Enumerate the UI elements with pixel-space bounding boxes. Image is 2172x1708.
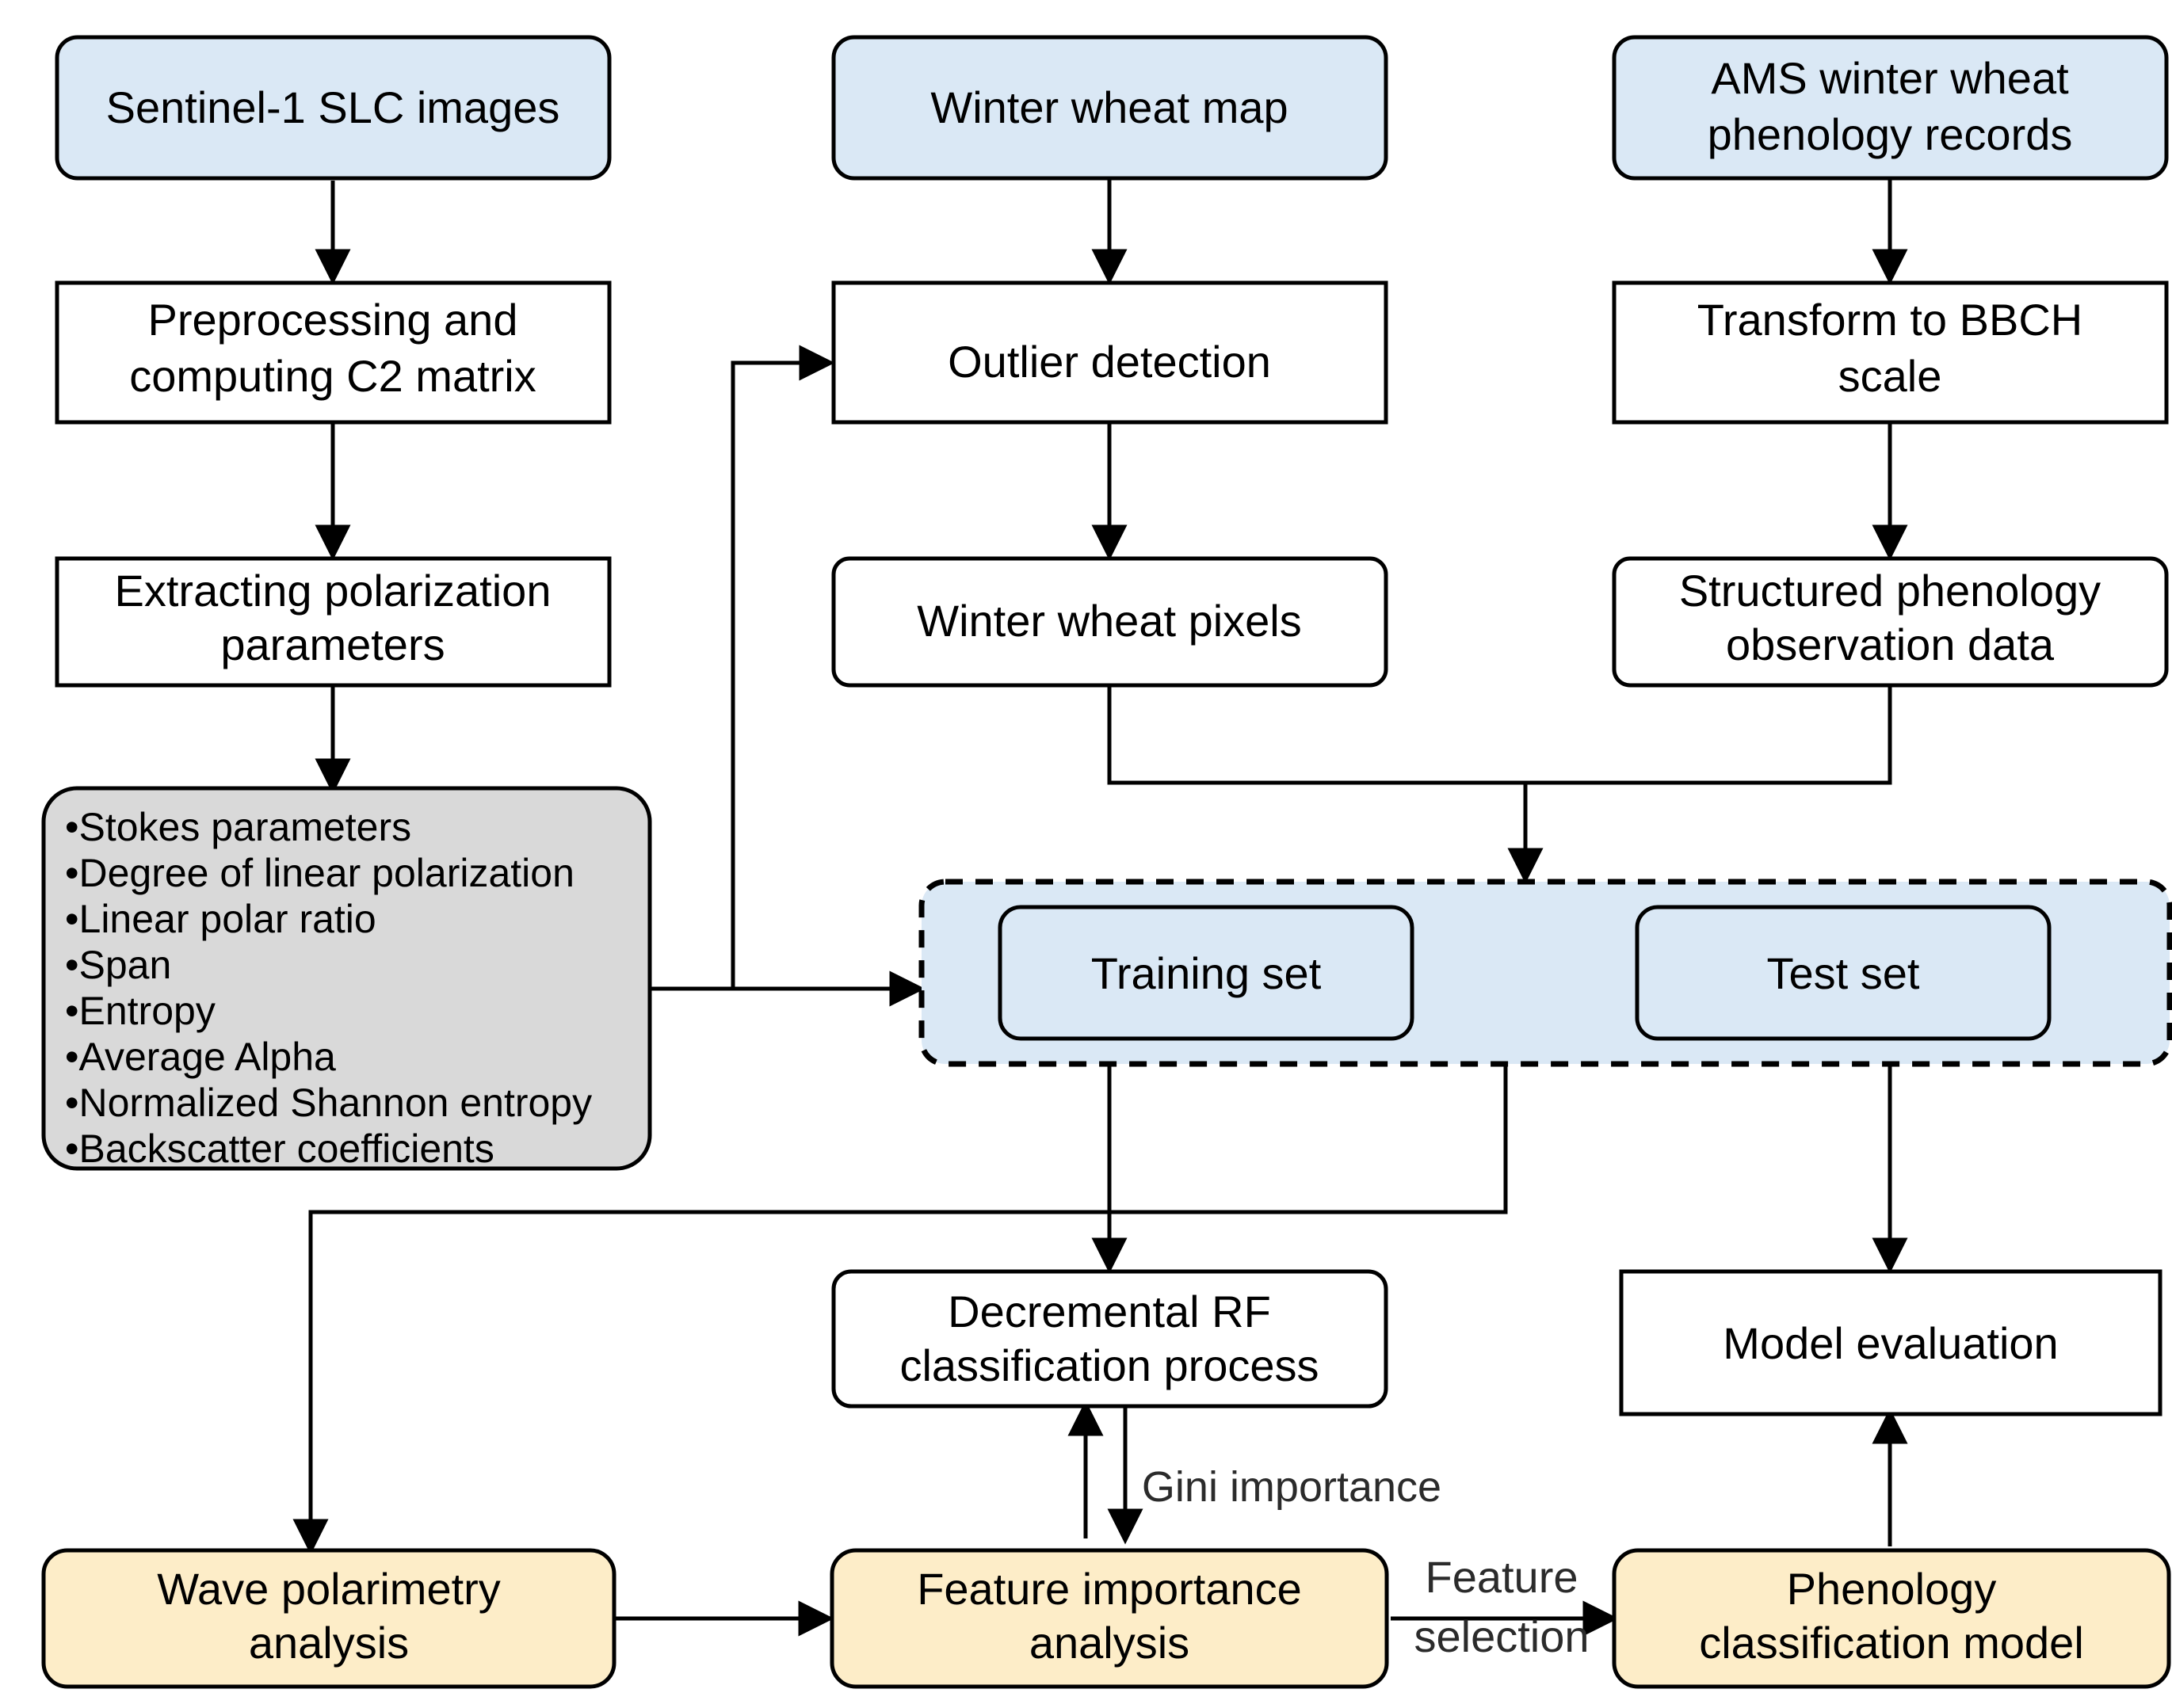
node-phenology-classification-model[interactable]: Phenology classification model: [1612, 1548, 2171, 1689]
node-label-featimp-2: analysis: [1029, 1618, 1189, 1668]
group-dataset-split: Training set Test set: [918, 879, 2172, 1067]
node-label-ams-1: AMS winter wheat: [1711, 53, 2069, 103]
node-winter-wheat-map[interactable]: Winter wheat map: [831, 35, 1388, 181]
node-label-trainset: Training set: [1091, 948, 1322, 998]
node-label-wavepol-1: Wave polarimetry: [157, 1564, 501, 1614]
node-ams-phenology-records[interactable]: AMS winter wheat phenology records: [1612, 35, 2169, 181]
node-sentinel-slc-images[interactable]: Sentinel-1 SLC images: [55, 35, 612, 181]
parameters-bullet-list: •Stokes parameters•Degree of linear pola…: [65, 805, 592, 1171]
node-label-decrf-2: classification process: [899, 1340, 1319, 1390]
node-model-evaluation[interactable]: Model evaluation: [1619, 1269, 2162, 1416]
node-label-wheatpix: Winter wheat pixels: [917, 596, 1302, 646]
node-label-structured-2: observation data: [1726, 620, 2055, 669]
node-label-preprocess-2: computing C2 matrix: [129, 351, 536, 401]
node-label-wavepol-2: analysis: [249, 1618, 409, 1668]
edge-label-feature-selection-2: selection: [1414, 1611, 1589, 1661]
node-decremental-rf-classification-process[interactable]: Decremental RF classification process: [831, 1269, 1388, 1409]
node-label-featimp-1: Feature importance: [917, 1564, 1302, 1614]
node-training-set[interactable]: Training set: [998, 905, 1414, 1041]
connector-layer: [292, 178, 1908, 1637]
node-feature-importance-analysis[interactable]: Feature importance analysis: [830, 1548, 1389, 1689]
node-label-wheatmap: Winter wheat map: [930, 82, 1288, 132]
node-label-preprocess-1: Preprocessing and: [148, 295, 518, 345]
node-label-phenomodel-2: classification model: [1699, 1618, 2084, 1668]
node-label-phenomodel-1: Phenology: [1787, 1564, 1997, 1614]
node-label-ams-2: phenology records: [1708, 109, 2073, 159]
node-outlier-detection[interactable]: Outlier detection: [831, 280, 1388, 425]
parameter-list-item: •Stokes parameters: [65, 805, 411, 849]
node-polarization-parameters-list[interactable]: •Stokes parameters•Degree of linear pola…: [41, 786, 652, 1171]
node-preprocessing-c2-matrix[interactable]: Preprocessing and computing C2 matrix: [55, 280, 612, 425]
parameter-list-item: •Span: [65, 943, 171, 987]
node-label-extract-1: Extracting polarization: [115, 566, 552, 616]
parameter-list-item: •Normalized Shannon entropy: [65, 1081, 592, 1125]
node-extracting-polarization-parameters[interactable]: Extracting polarization parameters: [55, 556, 612, 688]
node-test-set[interactable]: Test set: [1635, 905, 2052, 1041]
parameter-list-item: •Average Alpha: [65, 1035, 336, 1079]
node-label-extract-2: parameters: [220, 620, 445, 669]
parameter-list-item: •Degree of linear polarization: [65, 851, 574, 895]
node-structured-phenology-observation-data[interactable]: Structured phenology observation data: [1612, 556, 2169, 688]
edge-label-gini-importance: Gini importance: [1142, 1463, 1441, 1511]
parameter-list-item: •Linear polar ratio: [65, 897, 376, 941]
node-label-sentinel: Sentinel-1 SLC images: [106, 82, 560, 132]
parameter-list-item: •Entropy: [65, 989, 216, 1033]
edge-params-outlier: [650, 345, 835, 991]
edge-label-feature-selection-1: Feature: [1426, 1552, 1578, 1602]
node-label-bbch-2: scale: [1838, 351, 1942, 401]
node-winter-wheat-pixels[interactable]: Winter wheat pixels: [831, 556, 1388, 688]
edge-structured-merge: [1525, 685, 1892, 785]
node-label-modeleval: Model evaluation: [1723, 1318, 2058, 1368]
parameter-list-item: •Backscatter coefficients: [65, 1127, 494, 1171]
edge-wheatpix-merge: [1107, 685, 1525, 785]
node-label-structured-1: Structured phenology: [1679, 566, 2101, 616]
edge-testset-wavepol: [292, 1066, 1508, 1555]
node-label-decrf-1: Decremental RF: [948, 1287, 1271, 1336]
node-label-outlier: Outlier detection: [948, 337, 1271, 387]
node-wave-polarimetry-analysis[interactable]: Wave polarimetry analysis: [41, 1548, 616, 1689]
node-transform-to-bbch-scale[interactable]: Transform to BBCH scale: [1612, 280, 2169, 425]
node-label-testset: Test set: [1767, 948, 1920, 998]
node-label-bbch-1: Transform to BBCH: [1697, 295, 2082, 345]
